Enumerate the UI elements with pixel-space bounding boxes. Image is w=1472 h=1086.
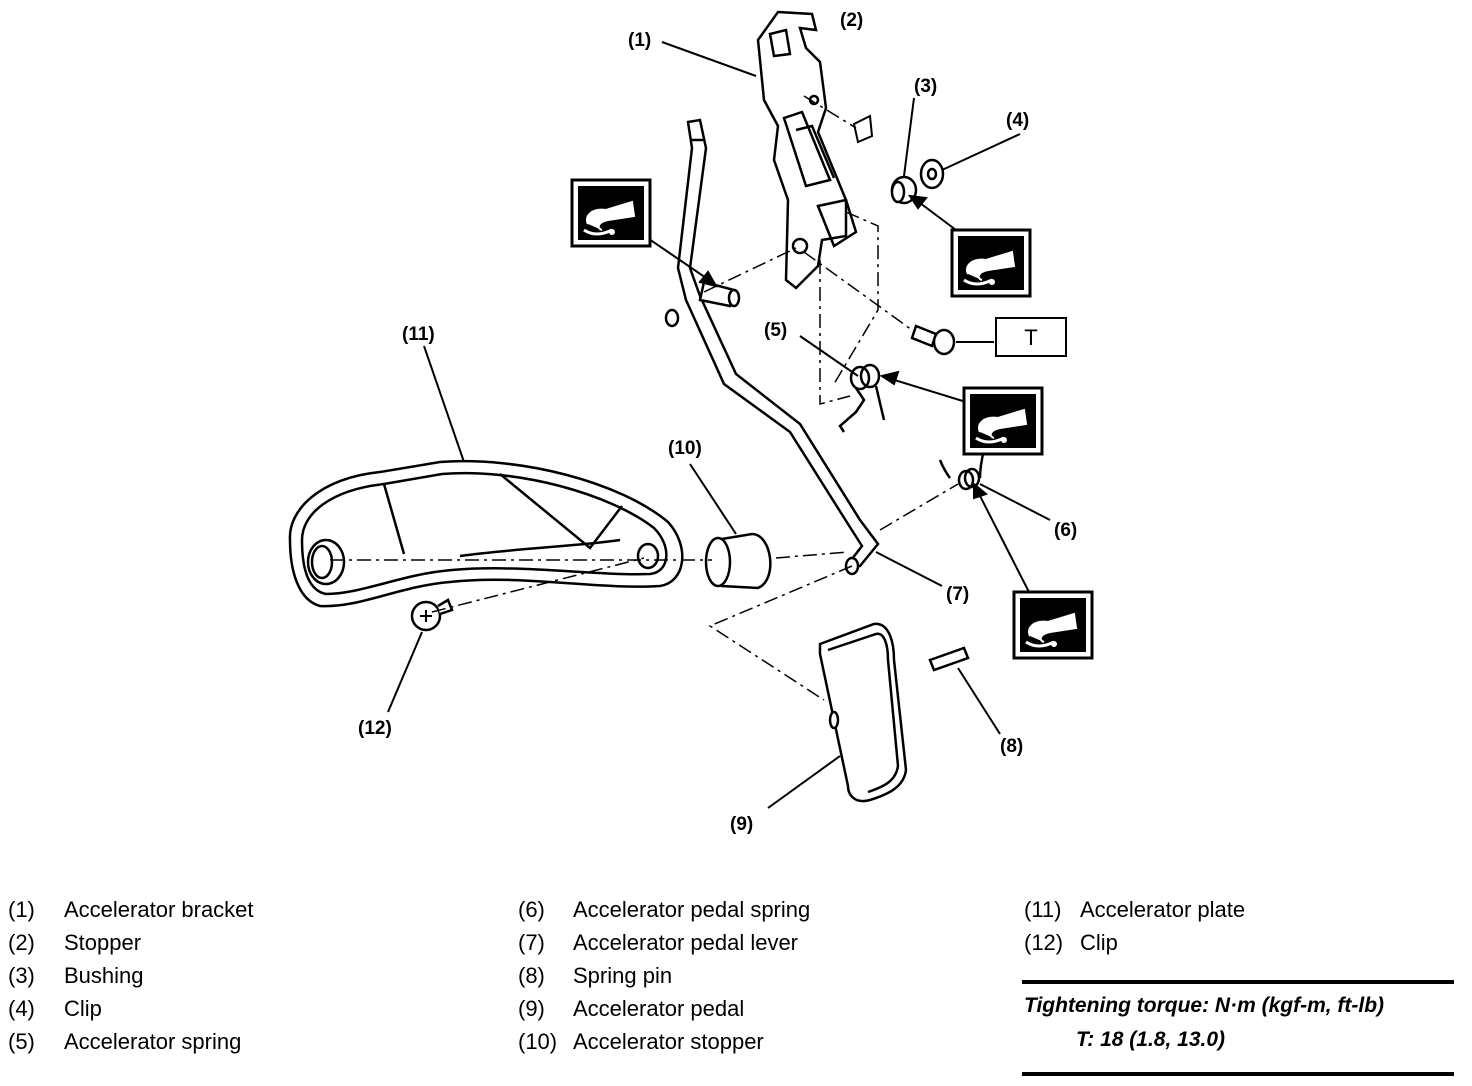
grease-icon [570,178,652,248]
legend-item: (10)Accelerator stopper [518,1029,764,1054]
torque-spec-box: T [995,317,1067,357]
callout-2: (2) [840,10,863,31]
bolt [910,324,956,356]
accelerator-pedal-lever [676,118,880,576]
legend-column-3: (11)Accelerator plate (12)Clip [1024,893,1245,959]
callout-8: (8) [1000,736,1023,757]
callout-1: (1) [628,30,651,51]
legend-item: (2)Stopper [8,930,142,955]
legend-item: (6)Accelerator pedal spring [518,897,811,922]
callout-labels: (1) (2) (3) (4) (5) (6) (7) (8) (9) (10)… [358,10,1077,835]
callout-11: (11) [402,324,435,345]
lever-shaft [664,280,741,328]
exploded-parts-diagram: T (1) (2) (3) (4) (5) (6) (7) (8) (9) (1… [288,10,1094,835]
callout-4: (4) [1006,110,1029,131]
legend-column-2: (6)Accelerator pedal spring (7)Accelerat… [518,893,810,1058]
accelerator-pedal [818,622,908,803]
accelerator-pedal-spring [938,449,986,491]
accelerator-bracket [756,10,858,290]
callout-5: (5) [764,320,787,341]
accelerator-plate [288,459,684,608]
stopper [852,114,874,144]
grease-arrows [629,194,1031,595]
grease-icon [950,228,1032,298]
legend-item: (5)Accelerator spring [8,1029,242,1054]
legend-item: (4)Clip [8,996,102,1021]
callout-12: (12) [358,718,392,739]
callout-3: (3) [914,76,937,97]
legend-item: (11)Accelerator plate [1024,897,1246,922]
legend-item: (3)Bushing [8,963,144,988]
grease-icon [1012,590,1094,660]
callout-10: (10) [668,438,702,459]
callout-6: (6) [1054,520,1077,541]
leader-lines [387,41,1051,809]
callout-9: (9) [730,814,753,835]
callout-7: (7) [946,584,969,605]
plate-clip [410,598,454,632]
legend-item: (8)Spring pin [518,963,673,988]
spring-pin [928,646,970,672]
clip-washer [919,158,945,190]
legend-item: (12)Clip [1024,930,1118,955]
assembly-lines [330,95,959,701]
legend-item: (9)Accelerator pedal [518,996,745,1021]
torque-box-label: T [1024,325,1037,350]
accelerator-spring [838,363,886,433]
torque-title: Tightening torque: N·m (kgf-m, ft-lb) [1024,994,1385,1017]
torque-value: T: 18 (1.8, 13.0) [1076,1028,1226,1051]
legend-item: (1)Accelerator bracket [8,897,254,922]
legend-item: (7)Accelerator pedal lever [518,930,799,955]
accelerator-stopper [704,532,772,590]
tightening-torque-note: Tightening torque: N·m (kgf-m, ft-lb) T:… [1022,980,1454,1076]
bushing [890,175,918,205]
legend-column-1: (1)Accelerator bracket (2)Stopper (3)Bus… [8,893,254,1058]
grease-icon [962,386,1044,456]
